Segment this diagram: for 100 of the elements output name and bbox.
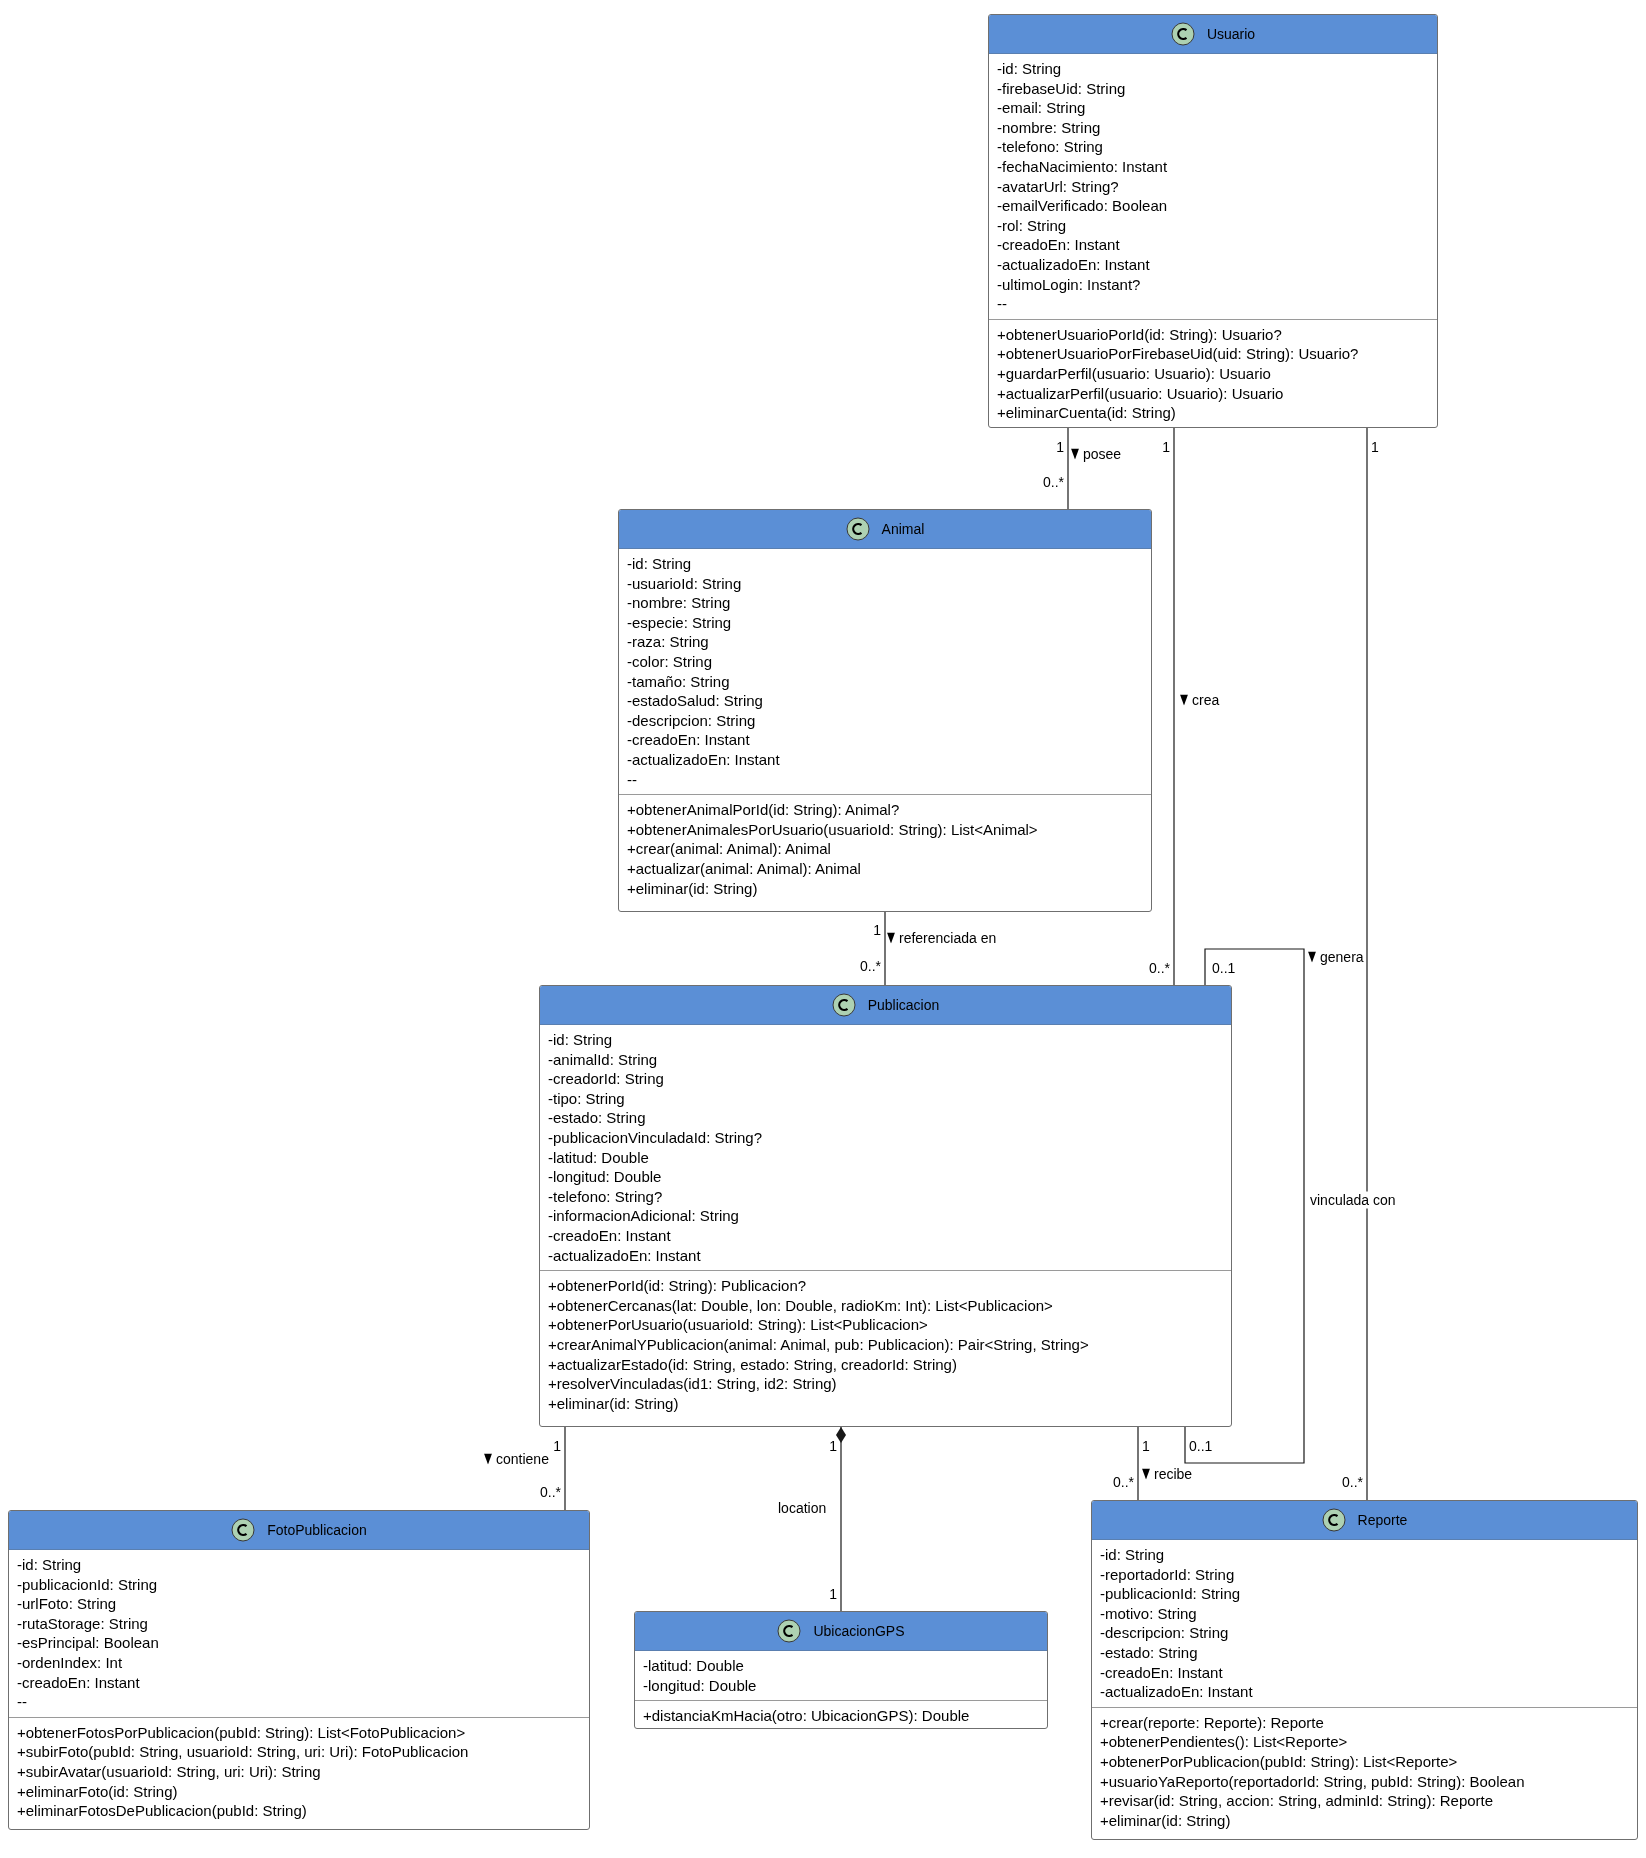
method-text: +crear(animal: Animal): Animal: [627, 839, 831, 859]
method-text: +crearAnimalYPublicacion(animal: Animal, pub: Publicacion): Pair<String, String>: [548, 1334, 1089, 1355]
method-text: +obtenerPorId(id: String): Publicacion?: [548, 1276, 807, 1296]
attribute-text: -latitud: Double: [643, 1656, 744, 1676]
association-line: [1366, 427, 1368, 1501]
attribute-text: -actualizadoEn: Instant: [1100, 1682, 1253, 1702]
attribute-text: -creadoEn: Instant: [627, 730, 750, 750]
class-box: [988, 14, 1438, 428]
association-line: [1137, 1426, 1139, 1501]
method-text: +eliminar(id: String): [627, 878, 758, 899]
attribute-text: --: [997, 294, 1007, 314]
attribute-text: -id: String: [627, 554, 692, 574]
method-text: +obtenerUsuarioPorFirebaseUid(uid: String): Usuario?: [997, 344, 1359, 364]
attribute-text: -emailVerificado: Boolean: [997, 196, 1168, 216]
class-name: Animal: [881, 519, 925, 539]
multiplicity-label: 1: [1056, 438, 1064, 456]
multiplicity-label: 0..*: [1043, 473, 1064, 491]
method-text: +usuarioYaReporto(reportadorId: String, pubId: String): Boolean: [1100, 1771, 1525, 1792]
method-text: +obtenerFotosPorPublicacion(pubId: String): List<FotoPublicacion>: [17, 1722, 466, 1743]
association-line: [1184, 948, 1305, 1464]
method-text: +obtenerPorPublicacion(pubId: String): List<Reporte>: [1100, 1751, 1458, 1772]
attribute-text: -esPrincipal: Boolean: [17, 1633, 159, 1653]
method-text: +resolverVinculadas(id1: String, id2: String): [548, 1374, 837, 1394]
multiplicity-label: 0..*: [540, 1483, 561, 1501]
attribute-text: -raza: String: [627, 632, 709, 652]
attribute-text: -creadoEn: Instant: [548, 1225, 671, 1246]
class-name: FotoPublicacion: [267, 1520, 367, 1540]
attribute-text: -descripcion: String: [1100, 1623, 1229, 1643]
method-text: +subirFoto(pubId: String, usuarioId: String, uri: Uri): FotoPublicacion: [17, 1742, 469, 1762]
method-text: +eliminarFoto(id: String): [17, 1781, 178, 1802]
method-text: +actualizar(animal: Animal): Animal: [627, 858, 861, 879]
attribute-text: -id: String: [1100, 1545, 1165, 1565]
attribute-text: -nombre: String: [997, 117, 1101, 138]
attribute-text: -creadoEn: Instant: [1100, 1662, 1223, 1683]
attribute-text: -longitud: Double: [643, 1675, 757, 1696]
method-text: +eliminar(id: String): [1100, 1810, 1231, 1831]
method-text: +eliminarCuenta(id: String): [997, 403, 1176, 423]
attribute-text: -color: String: [627, 651, 713, 672]
class-name: UbicacionGPS: [813, 1621, 905, 1641]
attribute-text: -publicacionId: String: [17, 1574, 158, 1595]
attribute-text: -ordenIndex: Int: [17, 1652, 123, 1673]
attribute-text: -creadoEn: Instant: [997, 235, 1120, 255]
attribute-text: -descripcion: String: [627, 710, 756, 731]
multiplicity-label: 0..*: [1149, 959, 1170, 977]
attribute-text: -actualizadoEn: Instant: [548, 1245, 701, 1266]
attribute-text: --: [17, 1692, 27, 1712]
multiplicity-label: 1: [829, 1437, 837, 1455]
method-text: +obtenerUsuarioPorId(id: String): Usuario?: [997, 324, 1282, 345]
attribute-text: -avatarUrl: String?: [997, 176, 1119, 197]
attribute-text: -longitud: Double: [548, 1167, 662, 1187]
attribute-text: -id: String: [17, 1555, 82, 1575]
attribute-text: -reportadorId: String: [1100, 1564, 1235, 1585]
class-name: Usuario: [1206, 24, 1256, 44]
method-text: +obtenerAnimalPorId(id: String): Animal?: [627, 800, 900, 820]
class-name: Publicacion: [867, 995, 940, 1015]
attribute-text: -id: String: [997, 59, 1062, 79]
attribute-text: -rutaStorage: String: [17, 1613, 148, 1634]
attribute-text: -tipo: String: [548, 1088, 625, 1109]
multiplicity-label: 0..1: [1189, 1437, 1213, 1455]
class-box: [539, 985, 1232, 1427]
attribute-text: -estado: String: [1100, 1642, 1198, 1663]
multiplicity-label: 1: [873, 921, 881, 939]
method-text: +distanciaKmHacia(otro: UbicacionGPS): Double: [643, 1706, 970, 1726]
multiplicity-label: 1: [1162, 438, 1170, 456]
association-line: [884, 911, 886, 986]
attribute-text: -ultimoLogin: Instant?: [997, 274, 1141, 295]
attribute-text: -id: String: [548, 1030, 613, 1050]
multiplicity-label: 1: [1142, 1437, 1150, 1455]
composition-line: [836, 1426, 846, 1612]
class-name: Reporte: [1357, 1510, 1408, 1530]
method-text: +actualizarEstado(id: String, estado: String, creadorId: String): [548, 1354, 957, 1375]
attribute-text: -actualizadoEn: Instant: [627, 749, 780, 770]
attribute-text: -estado: String: [548, 1108, 646, 1128]
edge-label: vinculada con: [1309, 1191, 1397, 1209]
attribute-text: -publicacionVinculadaId: String?: [548, 1127, 763, 1148]
attribute-text: -fechaNacimiento: Instant: [997, 156, 1168, 177]
attribute-text: -especie: String: [627, 612, 732, 633]
class-box: [618, 509, 1152, 912]
attribute-text: -publicacionId: String: [1100, 1584, 1241, 1604]
method-text: +eliminar(id: String): [548, 1393, 679, 1414]
multiplicity-label: 0..*: [1342, 1473, 1363, 1491]
association-line: [1067, 427, 1069, 510]
attribute-text: --: [627, 769, 637, 790]
method-text: +obtenerCercanas(lat: Double, lon: Double, radioKm: Int): List<Publicacion>: [548, 1295, 1053, 1316]
attribute-text: -tamaño: String: [627, 671, 730, 692]
attribute-text: -creadoEn: Instant: [17, 1672, 140, 1693]
class-box: [1091, 1500, 1638, 1840]
method-text: +revisar(id: String, accion: String, adminId: String): Reporte: [1100, 1791, 1494, 1811]
multiplicity-label: 1: [553, 1437, 561, 1455]
method-text: +obtenerPendientes(): List<Reporte>: [1100, 1732, 1348, 1752]
association-line: [564, 1426, 566, 1511]
attribute-text: -firebaseUid: String: [997, 78, 1126, 99]
attribute-text: -rol: String: [997, 215, 1067, 236]
class-box: [634, 1611, 1048, 1729]
multiplicity-label: 0..1: [1212, 959, 1236, 977]
attribute-text: -usuarioId: String: [627, 573, 742, 594]
method-text: +subirAvatar(usuarioId: String, uri: Uri): String: [17, 1761, 321, 1782]
attribute-text: -email: String: [997, 98, 1086, 118]
attribute-text: -latitud: Double: [548, 1147, 649, 1168]
attribute-text: -motivo: String: [1100, 1603, 1197, 1624]
